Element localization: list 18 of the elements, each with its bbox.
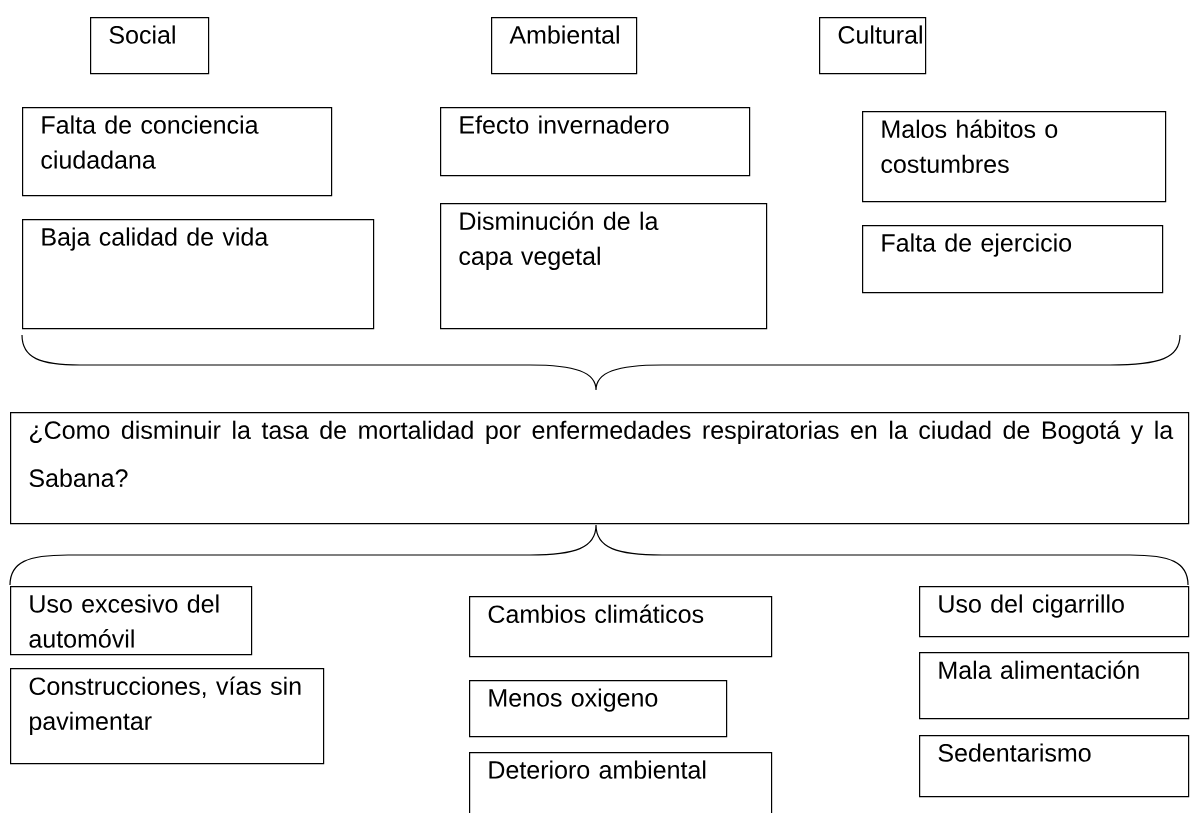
text-box: Uso del cigarrillo <box>919 586 1190 638</box>
text-box: Cambios climáticos <box>469 596 773 658</box>
text-box: Malos hábitos o costumbres <box>862 111 1167 203</box>
text-box: Baja calidad de vida <box>22 219 375 330</box>
text-box: Social <box>90 17 210 75</box>
text-box: Efecto invernadero <box>440 107 751 177</box>
text-box: Construcciones, vías sin pavimentar <box>10 668 325 765</box>
text-box: Falta de conciencia ciudadana <box>22 107 333 197</box>
text-box: Deterioro ambiental <box>469 752 773 813</box>
text-box: Uso excesivo del automóvil <box>10 586 253 656</box>
text-box: Ambiental <box>491 17 638 75</box>
text-box: Cultural <box>819 17 927 75</box>
text-box: ¿Como disminuir la tasa de mortalidad por enfermedades respiratorias en la ciudad de Bogotá y la Sabana? <box>10 412 1190 525</box>
text-box: Disminución de la capa vegetal <box>440 203 768 330</box>
text-box: Mala alimentación <box>919 652 1190 720</box>
text-box: Menos oxigeno <box>469 680 728 738</box>
text-box: Sedentarismo <box>919 735 1190 798</box>
text-box: Falta de ejercicio <box>862 225 1164 294</box>
